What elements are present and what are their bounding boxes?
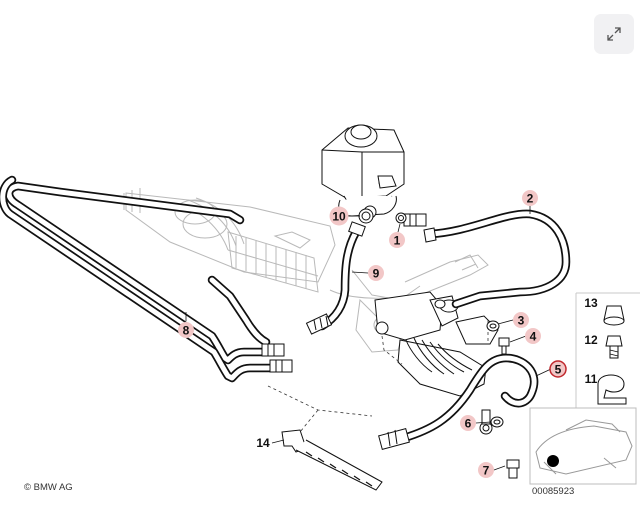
callout-12[interactable]: 12 [584,333,598,347]
svg-text:5: 5 [555,363,562,377]
svg-text:12: 12 [584,333,598,347]
cooler-loop-8 [0,175,293,383]
callout-9[interactable]: 9 [368,265,384,281]
bracket-14 [281,429,383,491]
svg-text:10: 10 [332,210,346,224]
steering-gear-housing [374,291,499,397]
legend-panel [575,292,640,410]
svg-text:14: 14 [256,436,270,450]
svg-text:3: 3 [518,314,525,328]
copyright-text: © BMW AG [24,482,73,493]
car-location-thumbnail [529,407,637,485]
callout-4[interactable]: 4 [525,328,541,344]
callout-11[interactable]: 11 [585,372,598,386]
callout-5[interactable]: 5 [549,360,567,378]
expand-arrows-icon [607,27,621,41]
callout-14[interactable]: 14 [256,436,270,450]
callout-7[interactable]: 7 [478,462,494,478]
svg-text:11: 11 [585,372,598,386]
svg-text:1: 1 [394,234,401,248]
svg-text:13: 13 [584,296,598,310]
svg-text:2: 2 [527,192,534,206]
callouts: 1 2 3 4 5 6 7 8 [178,190,598,478]
callout-13[interactable]: 13 [584,296,598,310]
svg-text:6: 6 [465,417,472,431]
small-parts [358,208,520,479]
callout-2[interactable]: 2 [522,190,538,206]
expand-button[interactable] [594,14,634,54]
svg-text:9: 9 [373,267,380,281]
power-steering-pump-reservoir [321,124,405,219]
callout-1[interactable]: 1 [389,232,405,248]
return-hose-5 [378,353,539,450]
svg-text:7: 7 [483,464,490,478]
location-marker-icon [547,455,559,467]
pressure-hose-2 [403,209,571,309]
callout-3[interactable]: 3 [513,312,529,328]
reference-number: 00085923 [532,486,574,497]
callout-8[interactable]: 8 [178,322,194,338]
svg-text:8: 8 [183,324,190,338]
return-hose-9 [305,221,366,335]
callout-6[interactable]: 6 [460,415,476,431]
svg-text:4: 4 [530,330,537,344]
lead-lines [185,206,552,471]
callout-10[interactable]: 10 [329,206,349,226]
